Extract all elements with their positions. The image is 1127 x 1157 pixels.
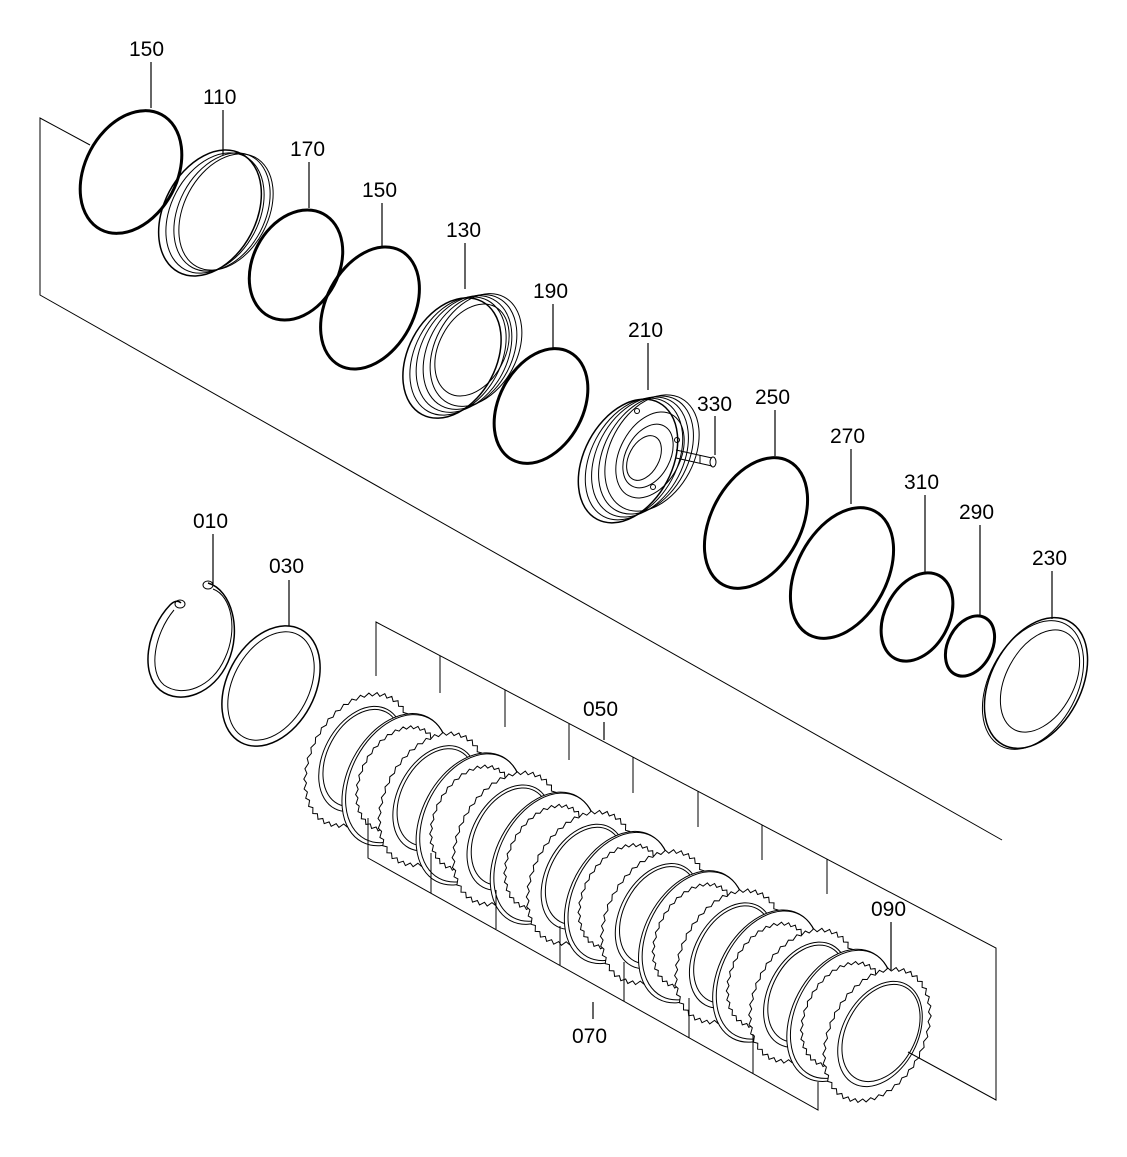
part-250-oring: [702, 456, 810, 590]
leader-lines: [150, 62, 1053, 1019]
part-030-ring: [221, 625, 321, 747]
part-290-oring: [943, 614, 997, 678]
part-010-snap-ring: [147, 580, 236, 698]
part-210-piston: [577, 394, 700, 524]
part-150-oring-top: [78, 109, 184, 235]
label-130: 130: [446, 219, 481, 242]
label-090: 090: [871, 898, 906, 921]
label-030: 030: [269, 555, 304, 578]
clutch-pack: [303, 691, 932, 1104]
part-190-oring: [492, 347, 590, 465]
label-170: 170: [290, 138, 325, 161]
part-110-ring: [157, 149, 274, 277]
part-270-oring: [788, 506, 896, 640]
bracket-050: [375, 621, 997, 1101]
bracket-070: [367, 818, 819, 1111]
label-210: 210: [628, 319, 663, 342]
part-310-oring: [879, 571, 955, 663]
label-190: 190: [533, 280, 568, 303]
clutch-friction-disc: [822, 966, 932, 1104]
part-170-oring: [247, 208, 345, 322]
label-290: 290: [959, 501, 994, 524]
piston-group-bracket: [39, 117, 1003, 841]
part-330-pin: [675, 449, 717, 468]
label-330: 330: [697, 393, 732, 416]
part-230-washer: [981, 616, 1089, 750]
label-150-second: 150: [362, 179, 397, 202]
label-270: 270: [830, 425, 865, 448]
label-050: 050: [583, 698, 618, 721]
label-250: 250: [755, 386, 790, 409]
label-150-top: 150: [129, 38, 164, 61]
label-310: 310: [904, 471, 939, 494]
label-230: 230: [1032, 547, 1067, 570]
label-110: 110: [203, 86, 236, 109]
part-130-grooved-ring: [402, 293, 523, 419]
label-010: 010: [193, 510, 228, 533]
label-070: 070: [572, 1025, 607, 1048]
part-labels: 150 110 170 150 130 190 210 330 250 270 …: [129, 38, 1067, 1048]
part-150-oring-second: [319, 245, 421, 371]
